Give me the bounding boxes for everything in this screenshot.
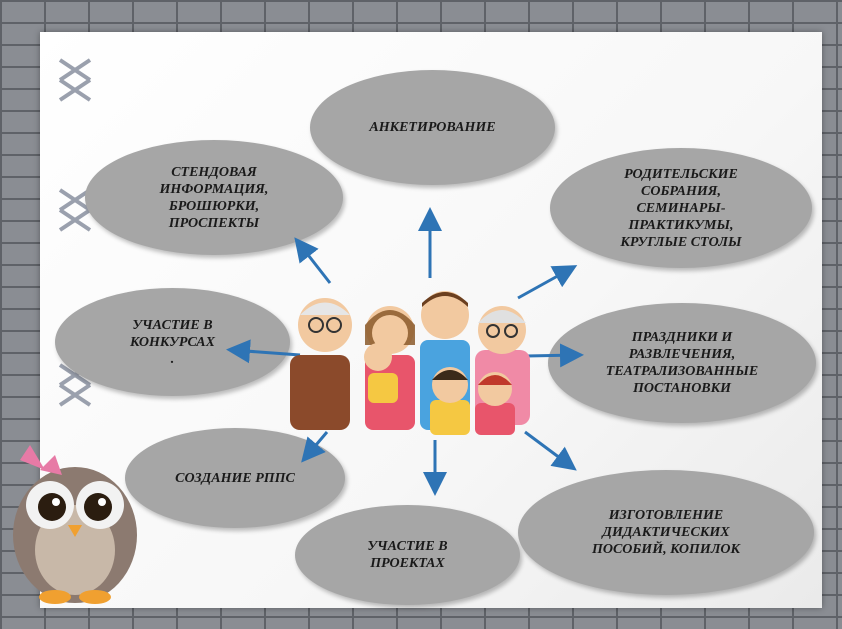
lace-ribbon-icon (58, 58, 92, 102)
node-roditelskie-sobraniya: РОДИТЕЛЬСКИЕ СОБРАНИЯ, СЕМИНАРЫ- ПРАКТИК… (550, 148, 812, 268)
arrow-down-right (524, 430, 577, 471)
arrow-right (525, 343, 584, 368)
node-anketirovanie: АНКЕТИРОВАНИЕ (310, 70, 555, 185)
owl-illustration (13, 445, 137, 604)
node-prazdniki: ПРАЗДНИКИ И РАЗВЛЕЧЕНИЯ, ТЕАТРАЛИЗОВАННЫ… (548, 303, 816, 423)
lace-ribbon-icon (58, 188, 92, 232)
arrow-up-right (517, 265, 578, 300)
lace-ribbon-icon (58, 363, 92, 407)
node-uchastie-v-proektakh: УЧАСТИЕ В ПРОЕКТАХ (295, 505, 520, 605)
node-stendovaya-informatsiya: СТЕНДОВАЯ ИНФОРМАЦИЯ, БРОШЮРКИ, ПРОСПЕКТ… (85, 140, 343, 255)
arrow-left (226, 339, 301, 364)
node-uchastie-v-konkursakh: УЧАСТИЕ В КОНКУРСАХ . (55, 288, 290, 396)
arrow-down-left (301, 431, 329, 463)
node-izgotovlenie: ИЗГОТОВЛЕНИЕ ДИДАКТИЧЕСКИХ ПОСОБИЙ, КОПИ… (518, 470, 814, 595)
family-illustration (290, 291, 530, 435)
arrow-up-left (294, 237, 332, 284)
